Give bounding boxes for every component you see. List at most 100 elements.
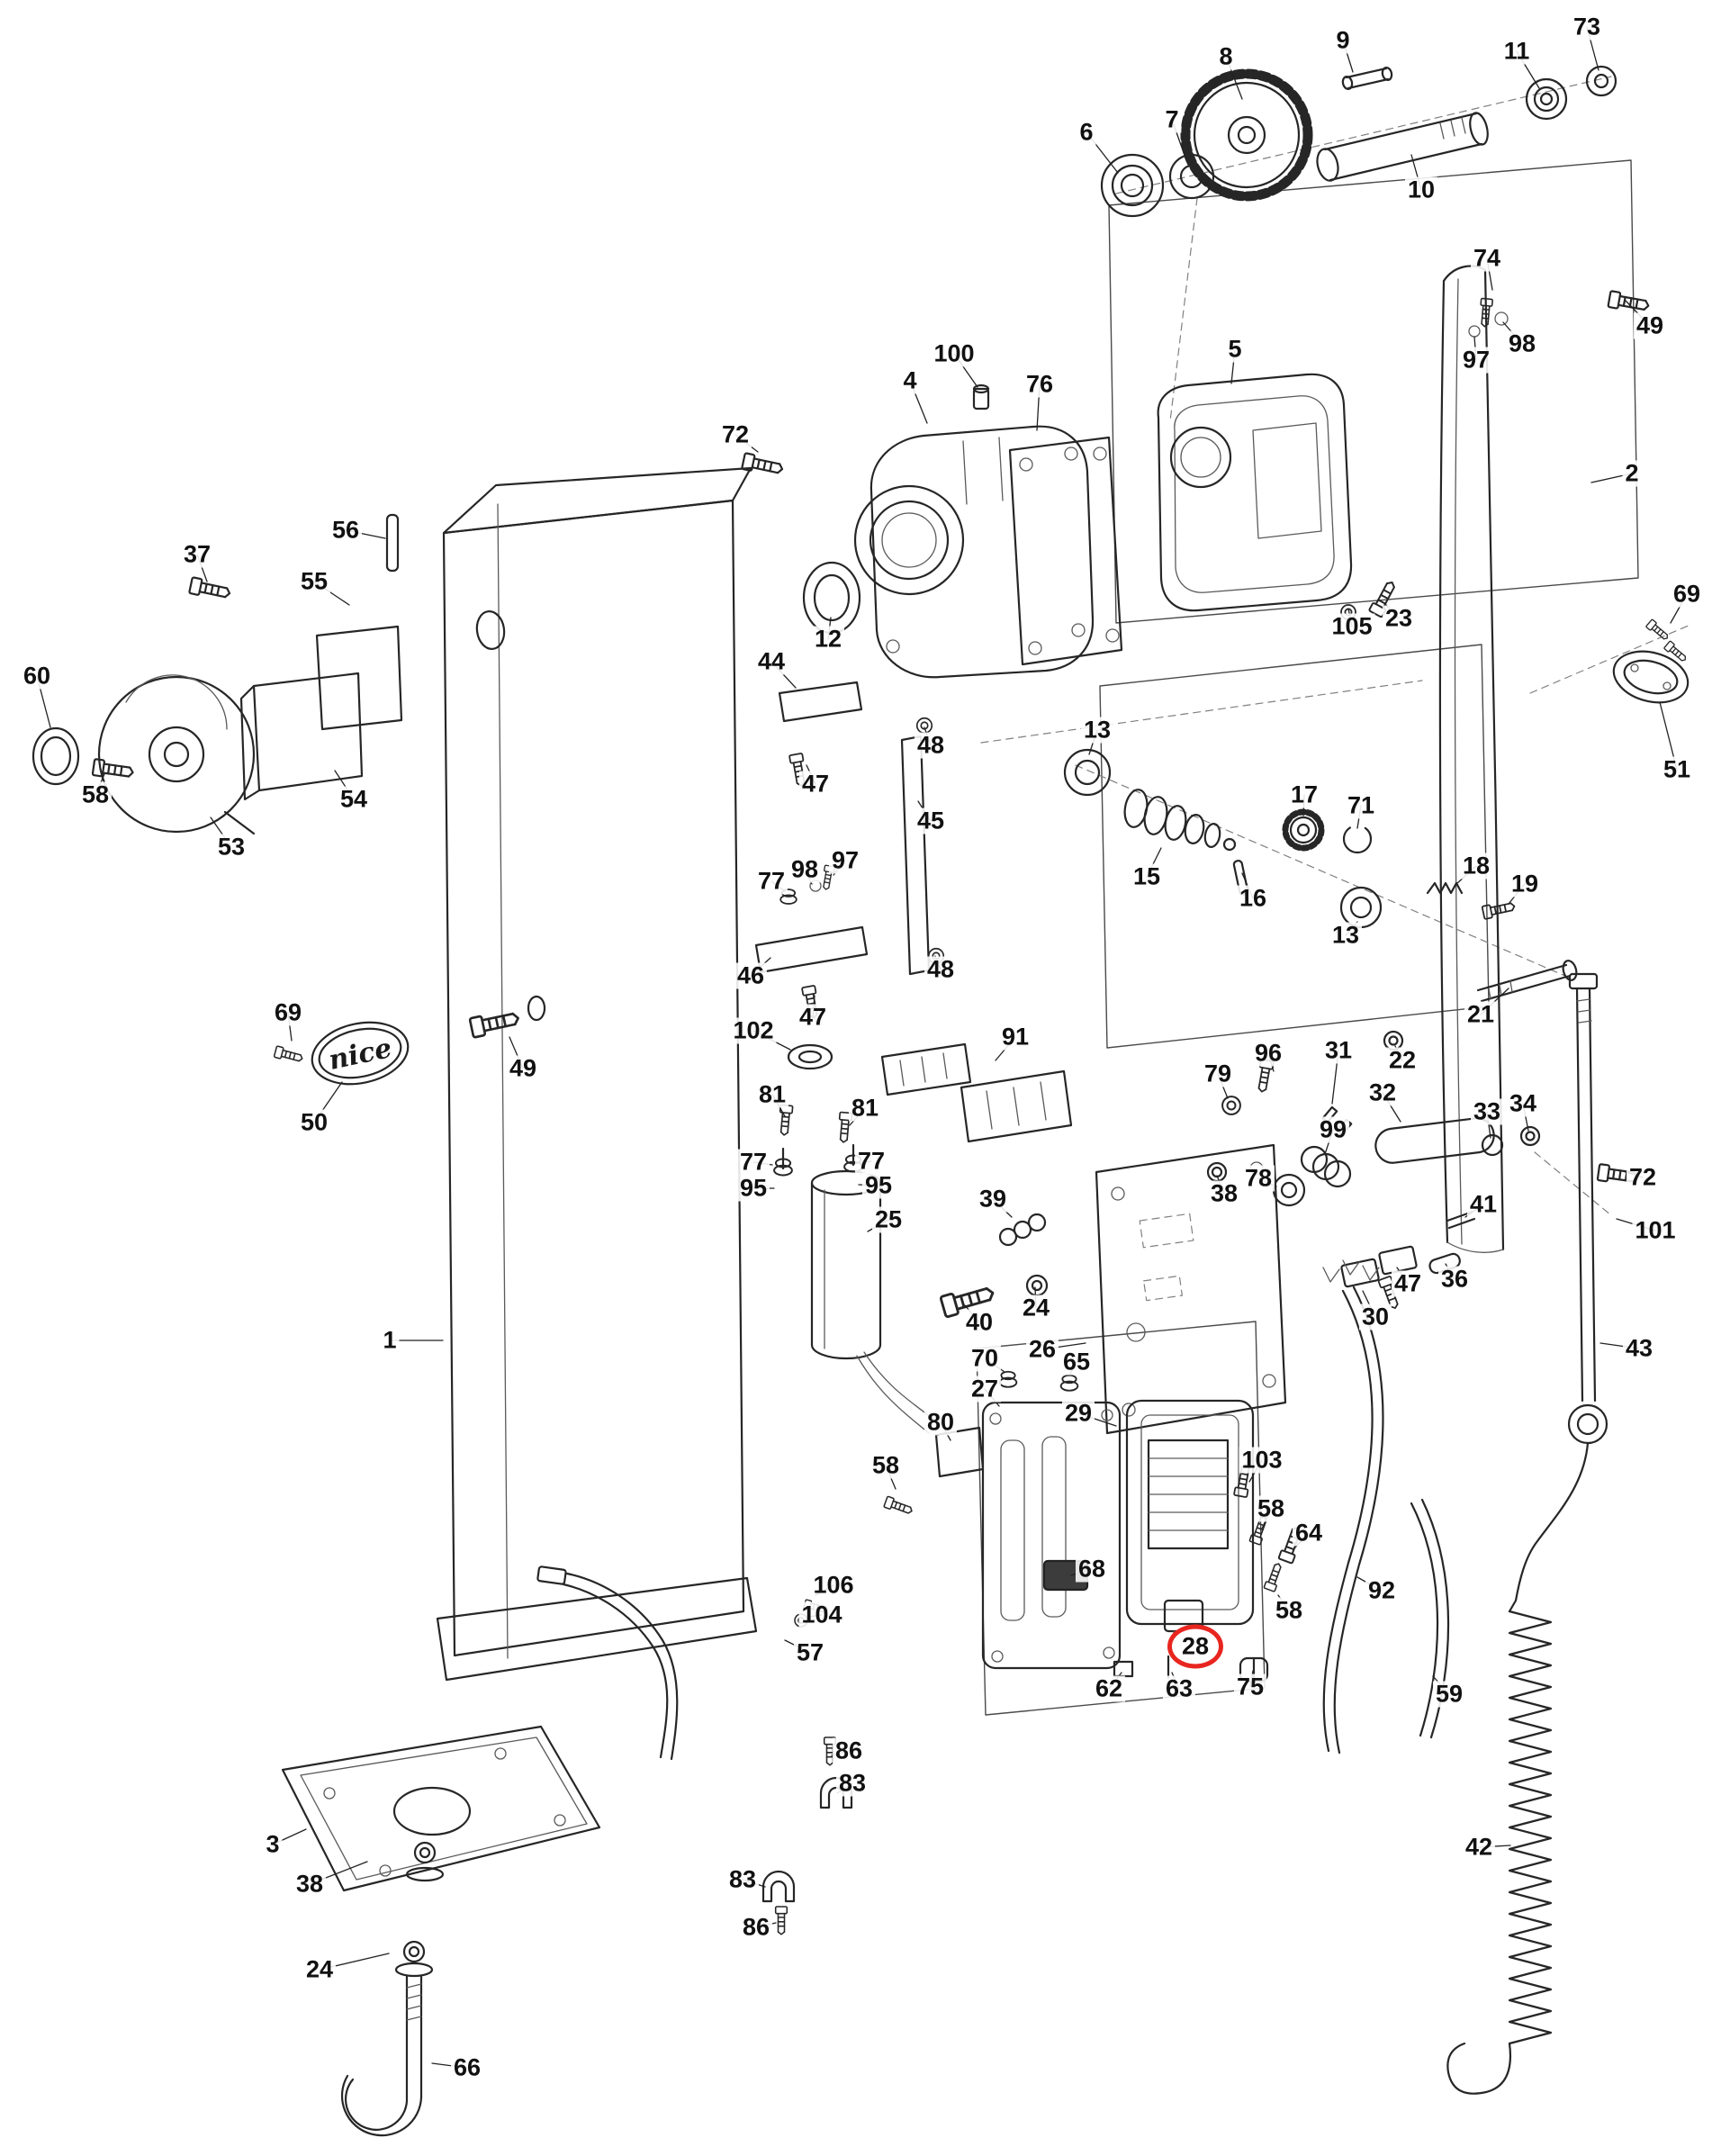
cabinet-post xyxy=(436,466,758,1682)
part-label-69: 69 xyxy=(271,999,305,1026)
cables xyxy=(536,1259,1450,1761)
part-label-7: 7 xyxy=(1162,106,1182,133)
part-label-77: 77 xyxy=(854,1148,888,1175)
part-label-72: 72 xyxy=(718,421,752,448)
part-label-13: 13 xyxy=(1080,717,1114,744)
cable-clamps xyxy=(761,1737,853,1935)
part-label-40: 40 xyxy=(962,1309,996,1336)
part-label-16: 16 xyxy=(1236,885,1270,912)
part-label-36: 36 xyxy=(1437,1266,1472,1293)
part-label-29: 29 xyxy=(1061,1400,1095,1427)
part-label-76: 76 xyxy=(1023,371,1057,398)
part-label-39: 39 xyxy=(976,1186,1010,1213)
part-label-38: 38 xyxy=(293,1871,327,1898)
part-label-33: 33 xyxy=(1470,1098,1504,1125)
part-label-81: 81 xyxy=(755,1081,789,1108)
part-label-80: 80 xyxy=(924,1409,958,1436)
part-label-27: 27 xyxy=(968,1376,1002,1403)
part-label-15: 15 xyxy=(1130,863,1164,890)
part-label-31: 31 xyxy=(1321,1037,1356,1064)
part-label-42: 42 xyxy=(1462,1834,1496,1861)
part-label-69: 69 xyxy=(1670,581,1704,608)
part-label-9: 9 xyxy=(1333,27,1353,54)
part-label-62: 62 xyxy=(1092,1675,1126,1702)
part-label-101: 101 xyxy=(1632,1217,1679,1244)
part-label-34: 34 xyxy=(1506,1090,1540,1117)
part-label-46: 46 xyxy=(734,962,768,989)
part-label-106: 106 xyxy=(810,1572,857,1599)
part-label-83: 83 xyxy=(835,1770,870,1797)
motor-housing xyxy=(802,383,1095,679)
part-label-47: 47 xyxy=(1391,1270,1425,1297)
part-label-43: 43 xyxy=(1622,1335,1656,1362)
part-label-37: 37 xyxy=(180,541,214,568)
part-label-73: 73 xyxy=(1570,14,1604,41)
fan-assembly xyxy=(32,513,403,835)
part-label-24: 24 xyxy=(302,1956,337,1983)
part-label-26: 26 xyxy=(1025,1336,1059,1363)
part-label-65: 65 xyxy=(1059,1349,1094,1376)
part-label-48: 48 xyxy=(914,732,948,759)
part-label-48: 48 xyxy=(924,956,958,983)
part-label-97: 97 xyxy=(1459,347,1493,374)
part-label-1: 1 xyxy=(380,1327,400,1354)
part-label-63: 63 xyxy=(1162,1675,1196,1702)
part-label-57: 57 xyxy=(793,1639,827,1666)
part-label-58: 58 xyxy=(1272,1597,1306,1624)
part-label-51: 51 xyxy=(1660,756,1694,783)
part-label-50: 50 xyxy=(297,1109,331,1136)
part-label-68: 68 xyxy=(1075,1556,1109,1583)
part-label-79: 79 xyxy=(1201,1060,1235,1087)
part-label-58: 58 xyxy=(78,781,113,808)
part-label-66: 66 xyxy=(450,2054,484,2081)
part-label-32: 32 xyxy=(1365,1079,1400,1106)
part-label-60: 60 xyxy=(20,663,54,690)
tension-spring xyxy=(1446,1441,1590,2095)
part-label-24: 24 xyxy=(1019,1295,1053,1322)
part-label-77: 77 xyxy=(754,868,788,895)
part-label-44: 44 xyxy=(754,648,788,675)
part-label-22: 22 xyxy=(1385,1047,1419,1074)
part-label-72: 72 xyxy=(1626,1164,1660,1191)
part-label-98: 98 xyxy=(1505,330,1539,357)
part-label-102: 102 xyxy=(730,1017,777,1044)
part-label-59: 59 xyxy=(1432,1681,1466,1708)
part-label-55: 55 xyxy=(297,568,331,595)
part-label-86: 86 xyxy=(739,1914,773,1941)
anchor-bolt xyxy=(340,1940,434,2137)
part-label-81: 81 xyxy=(848,1095,882,1122)
part-label-45: 45 xyxy=(914,807,948,834)
cabinet-release-bolt xyxy=(468,995,546,1039)
drive-gear xyxy=(1180,68,1313,202)
part-label-18: 18 xyxy=(1459,852,1493,880)
part-label-8: 8 xyxy=(1216,43,1236,70)
shaft-bearings xyxy=(1100,65,1617,218)
part-label-49: 49 xyxy=(1633,312,1667,339)
part-label-64: 64 xyxy=(1292,1520,1326,1547)
part-label-41: 41 xyxy=(1466,1191,1500,1218)
part-label-70: 70 xyxy=(968,1345,1002,1372)
part-label-49: 49 xyxy=(506,1055,540,1082)
clutch-assembly xyxy=(1063,748,1578,1051)
part-label-98: 98 xyxy=(788,856,822,883)
part-label-96: 96 xyxy=(1251,1040,1285,1067)
part-label-91: 91 xyxy=(998,1024,1032,1051)
control-board xyxy=(1095,1143,1476,1435)
part-label-58: 58 xyxy=(869,1452,903,1479)
part-label-103: 103 xyxy=(1239,1447,1285,1474)
part-label-11: 11 xyxy=(1500,38,1533,65)
part-label-53: 53 xyxy=(214,834,248,861)
part-label-71: 71 xyxy=(1344,792,1378,819)
drive-shaft xyxy=(1316,66,1489,182)
part-label-3: 3 xyxy=(263,1831,283,1858)
part-label-4: 4 xyxy=(900,367,920,394)
part-label-12: 12 xyxy=(811,626,845,653)
part-label-83: 83 xyxy=(725,1866,760,1893)
part-label-104: 104 xyxy=(798,1601,845,1628)
part-label-10: 10 xyxy=(1404,176,1438,203)
part-label-77: 77 xyxy=(736,1149,770,1176)
part-label-78: 78 xyxy=(1241,1165,1275,1192)
